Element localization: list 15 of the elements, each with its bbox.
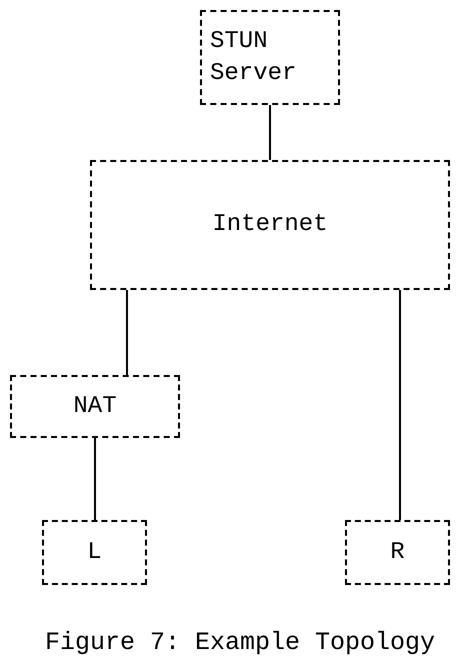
node-box <box>10 375 180 438</box>
connector-line <box>269 105 271 160</box>
figure-caption: Figure 7: Example Topology <box>44 628 436 657</box>
node-box <box>200 10 340 105</box>
node-label: NAT <box>73 392 117 422</box>
node-box <box>90 160 450 290</box>
connector-line <box>94 438 96 520</box>
connector-line <box>399 290 401 520</box>
node-label: R <box>390 538 405 568</box>
node-label: STUN Server <box>210 27 298 88</box>
node-box <box>345 520 450 585</box>
node-label: L <box>87 538 102 568</box>
connector-line <box>126 290 128 375</box>
node-label: Internet <box>212 210 328 240</box>
node-box <box>42 520 147 585</box>
